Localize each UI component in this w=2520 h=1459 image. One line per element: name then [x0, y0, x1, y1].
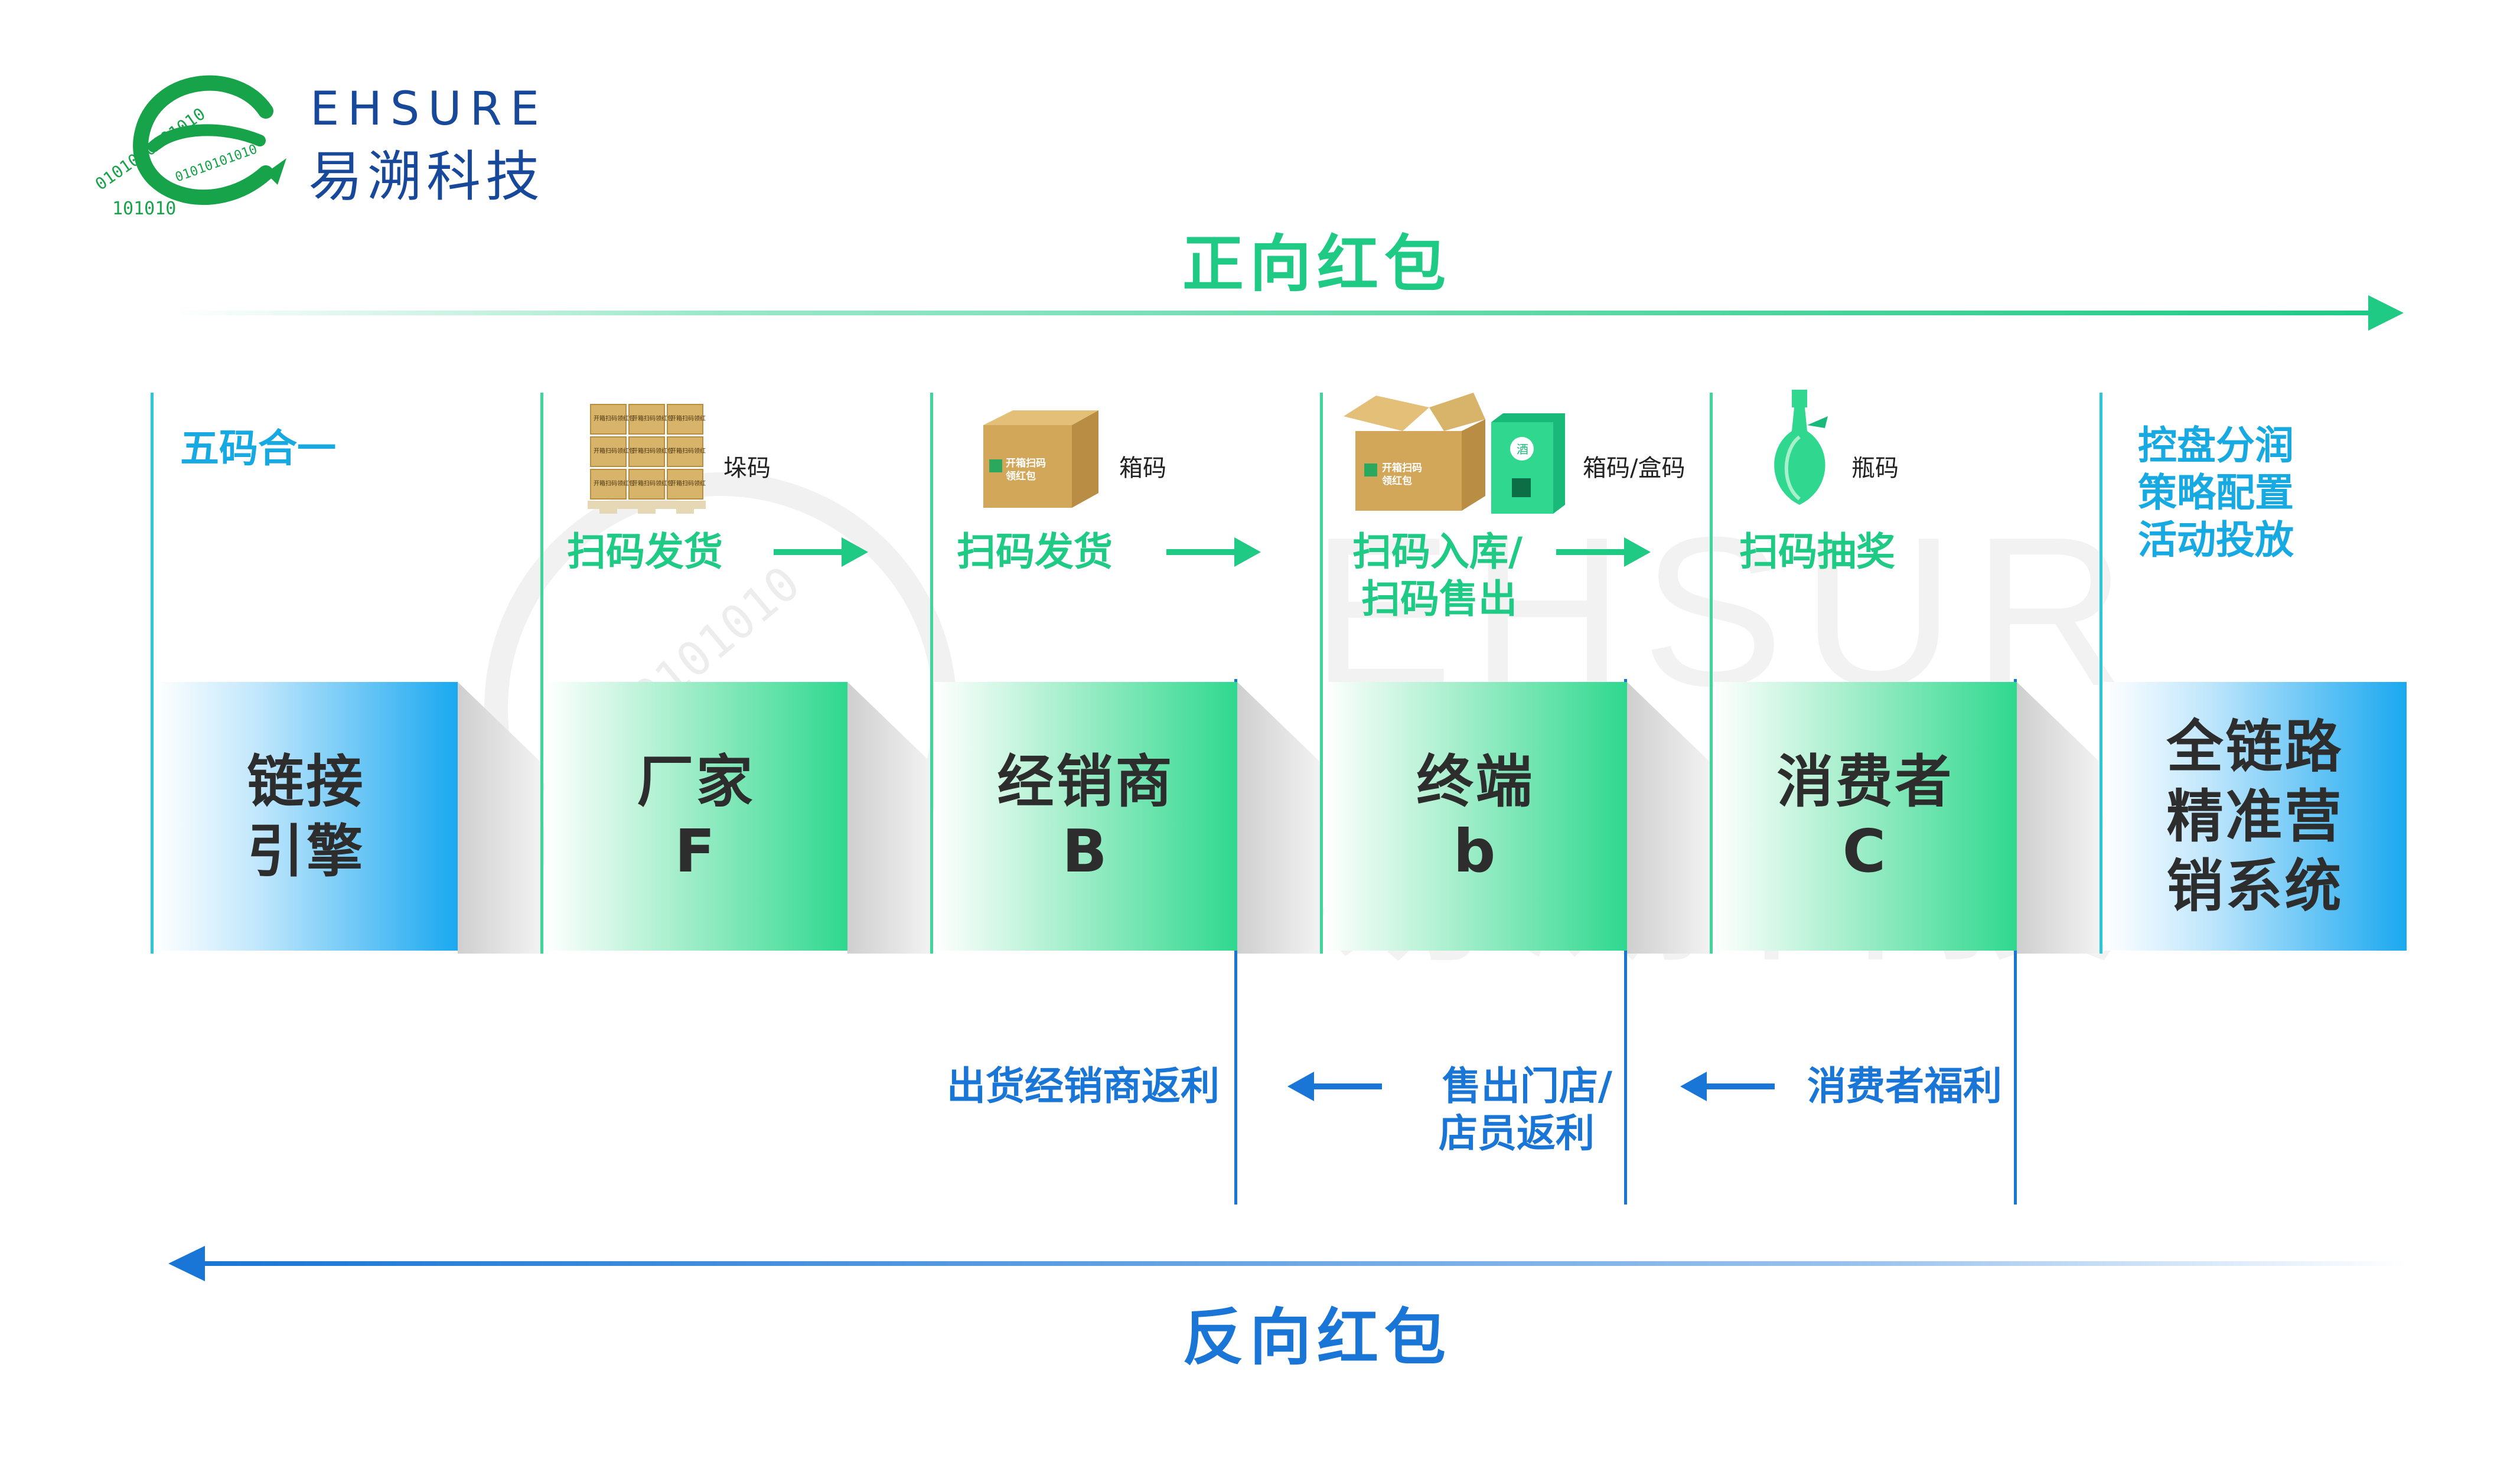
svg-text:开箱扫码: 开箱扫码	[1006, 457, 1046, 469]
divider-line	[930, 393, 933, 954]
divider-line	[540, 393, 543, 954]
stage-code: C	[1842, 816, 1889, 886]
stage-code: F	[674, 816, 718, 886]
svg-text:酒: 酒	[1517, 442, 1528, 456]
campaign-launch-label: 活动投放	[2138, 517, 2294, 563]
pallet-code-label: 垛码	[723, 455, 771, 482]
stage-precision-marketing-system: 全链路 精准营 销系统	[2104, 682, 2407, 951]
store-rebate-label-line2: 店员返利	[1439, 1111, 1595, 1156]
arrow-right-icon	[1166, 537, 1261, 567]
arrow-left-icon	[1680, 1072, 1775, 1101]
stage-name-line: 链接	[247, 748, 366, 815]
five-codes-in-one: 五码合一	[180, 426, 336, 471]
svg-text:领红包: 领红包	[1382, 475, 1412, 487]
scan-ship-label: 扫码发货	[957, 529, 1113, 575]
stage-name-line: 消费者	[1776, 748, 1954, 815]
case-box-code-label: 箱码/盒码	[1583, 455, 1686, 482]
svg-text:开箱扫码: 开箱扫码	[1382, 462, 1422, 474]
scan-ship-label: 扫码发货	[567, 529, 723, 575]
scan-stock-in-label: 扫码入库/	[1352, 529, 1523, 575]
stage-connectors	[458, 682, 2100, 954]
case-code-label: 箱码	[1119, 455, 1166, 482]
reverse-arrow-icon	[168, 1246, 2407, 1281]
bottle-code-label: 瓶码	[1851, 455, 1899, 482]
open-carton-and-gift-box-icon: 开箱扫码 领红包 酒	[1344, 393, 1565, 514]
divider-line	[1710, 393, 1713, 954]
svg-text:开箱扫码领红包: 开箱扫码领红包	[670, 447, 706, 455]
stage-name-line: 经销商	[997, 748, 1175, 815]
divider-line	[2100, 393, 2102, 954]
scan-sold-label: 扫码售出	[1361, 576, 1517, 622]
arrow-right-icon	[774, 537, 868, 567]
stage-code: b	[1453, 816, 1498, 886]
divider-line	[151, 393, 154, 954]
stage-name-line: 终端	[1416, 748, 1535, 815]
forward-red-envelope-title: 正向红包	[1182, 228, 1452, 300]
pallet-icon: 开箱扫码领红包 开箱扫码领红包 开箱扫码领红包 开箱扫码领红包 开箱扫码领红包 …	[588, 404, 706, 514]
svg-text:开箱扫码领红包: 开箱扫码领红包	[632, 479, 673, 487]
stage-name-line: 全链路	[2166, 713, 2344, 780]
svg-text:开箱扫码领红包: 开箱扫码领红包	[594, 414, 635, 422]
stage-code: B	[1062, 816, 1110, 886]
arrow-right-icon	[1556, 537, 1651, 567]
profit-sharing-label: 控盘分润	[2138, 423, 2294, 468]
carton-icon: 开箱扫码 领红包	[983, 410, 1098, 508]
stage-terminal: 终端 b	[1324, 682, 1627, 951]
brand-name-cn: 易溯科技	[308, 145, 545, 208]
svg-text:开箱扫码领红包: 开箱扫码领红包	[670, 414, 706, 422]
stage-distributor: 经销商 B	[934, 682, 1237, 951]
svg-text:开箱扫码领红包: 开箱扫码领红包	[632, 447, 673, 455]
store-rebate-label-line1: 售出门店/	[1442, 1063, 1612, 1109]
arrow-left-icon	[1287, 1072, 1382, 1101]
stage-name-line: 精准营	[2166, 783, 2344, 850]
divider-line	[1320, 393, 1323, 954]
stage-name-line: 厂家	[637, 748, 755, 815]
stage-consumer: 消费者 C	[1714, 682, 2017, 951]
scan-lottery-label: 扫码抽奖	[1739, 529, 1895, 575]
reverse-red-envelope-title: 反向红包	[1182, 1301, 1452, 1373]
strategy-config-label: 策略配置	[2138, 470, 2294, 515]
bottle-icon	[1774, 390, 1828, 505]
distributor-rebate-label: 出货经销商返利	[947, 1063, 1220, 1109]
stage-link-engine: 链接 引擎	[155, 682, 458, 951]
svg-text:开箱扫码领红包: 开箱扫码领红包	[632, 414, 673, 422]
stage-name-line: 销系统	[2166, 853, 2344, 919]
ehsure-logo-icon: 0101010101010 01010101010 101010	[92, 75, 286, 219]
svg-text:开箱扫码领红包: 开箱扫码领红包	[594, 447, 635, 455]
brand-name-en: EHSURE	[310, 83, 548, 136]
consumer-benefit-label: 消费者福利	[1807, 1063, 2002, 1109]
svg-text:开箱扫码领红包: 开箱扫码领红包	[670, 479, 706, 487]
svg-text:领红包: 领红包	[1006, 470, 1036, 482]
stage-manufacturer: 厂家 F	[545, 682, 847, 951]
stage-name-line: 引擎	[247, 818, 366, 884]
forward-arrow-icon	[171, 295, 2404, 331]
svg-text:101010: 101010	[112, 198, 176, 219]
svg-text:开箱扫码领红包: 开箱扫码领红包	[594, 479, 635, 487]
